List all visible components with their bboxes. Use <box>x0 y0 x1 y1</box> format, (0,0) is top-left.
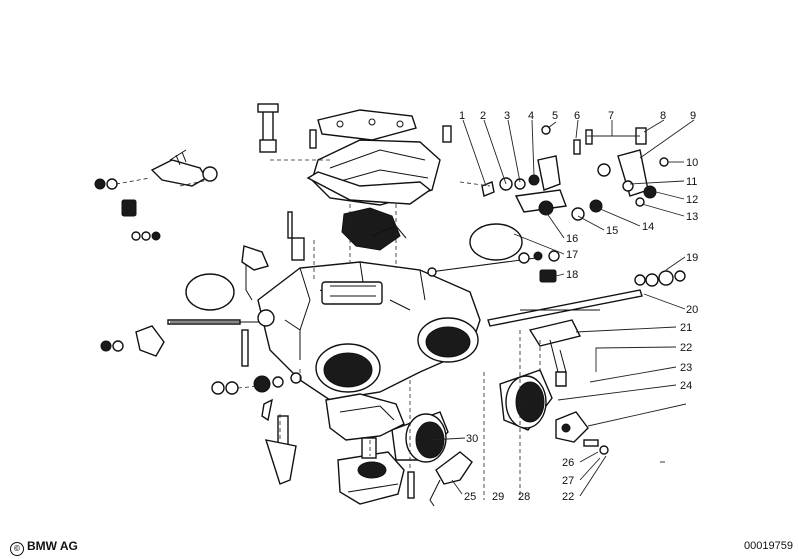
callout-25: 25 <box>464 491 476 503</box>
callout-1: 1 <box>459 110 465 122</box>
leader-lines <box>429 119 695 497</box>
callout-17: 17 <box>566 249 578 261</box>
alignment-lines <box>179 159 541 500</box>
callout-6: 6 <box>574 110 580 122</box>
callout-29: 29 <box>492 491 504 503</box>
callout-22-upper: 22 <box>680 342 692 354</box>
callout-24: 24 <box>680 380 692 392</box>
callout-labels: 1 2 3 4 5 6 7 8 9 10 11 12 13 14 15 16 1… <box>459 110 698 503</box>
carburettor-body <box>257 261 481 401</box>
callout-19: 19 <box>686 252 698 264</box>
callout-9: 9 <box>690 110 696 122</box>
callout-10: 10 <box>686 157 698 169</box>
callout-22-lower: 22 <box>562 491 574 503</box>
choke-linkage <box>94 149 218 241</box>
callout-11: 11 <box>686 176 697 188</box>
callout-21: 21 <box>680 322 692 334</box>
banjo-fitting <box>257 103 452 153</box>
callout-20: 20 <box>686 304 698 316</box>
top-right-linkage <box>481 125 669 221</box>
callout-18: 18 <box>566 269 578 281</box>
brand-name: BMW AG <box>27 539 78 553</box>
throttle-shaft-right <box>469 223 686 387</box>
callout-14: 14 <box>642 221 654 233</box>
carburettor-top-cover <box>306 109 441 206</box>
document-number: 00019759 <box>744 540 793 552</box>
float-chamber <box>337 437 415 505</box>
callout-16: 16 <box>566 233 578 245</box>
callout-26: 26 <box>562 457 574 469</box>
callout-23: 23 <box>680 362 692 374</box>
callout-13: 13 <box>686 211 698 223</box>
callout-4: 4 <box>528 110 534 122</box>
callout-5: 5 <box>552 110 558 122</box>
callout-8: 8 <box>660 110 666 122</box>
callout-27: 27 <box>562 475 574 487</box>
upper-shaft <box>427 250 600 311</box>
left-linkage <box>241 211 305 367</box>
callout-7: 7 <box>608 110 614 122</box>
copyright-icon: © <box>10 542 24 556</box>
brand-label: ©BMW AG <box>10 539 78 556</box>
throttle-plate-left <box>100 273 275 357</box>
float-assembly <box>341 207 407 251</box>
callout-3: 3 <box>504 110 510 122</box>
callout-28: 28 <box>518 491 530 503</box>
callout-15: 15 <box>606 225 618 237</box>
accelerator-pump <box>211 372 405 485</box>
air-horn-right <box>499 369 609 455</box>
callout-12: 12 <box>686 194 698 206</box>
callout-2: 2 <box>480 110 486 122</box>
callout-30: 30 <box>466 433 478 445</box>
